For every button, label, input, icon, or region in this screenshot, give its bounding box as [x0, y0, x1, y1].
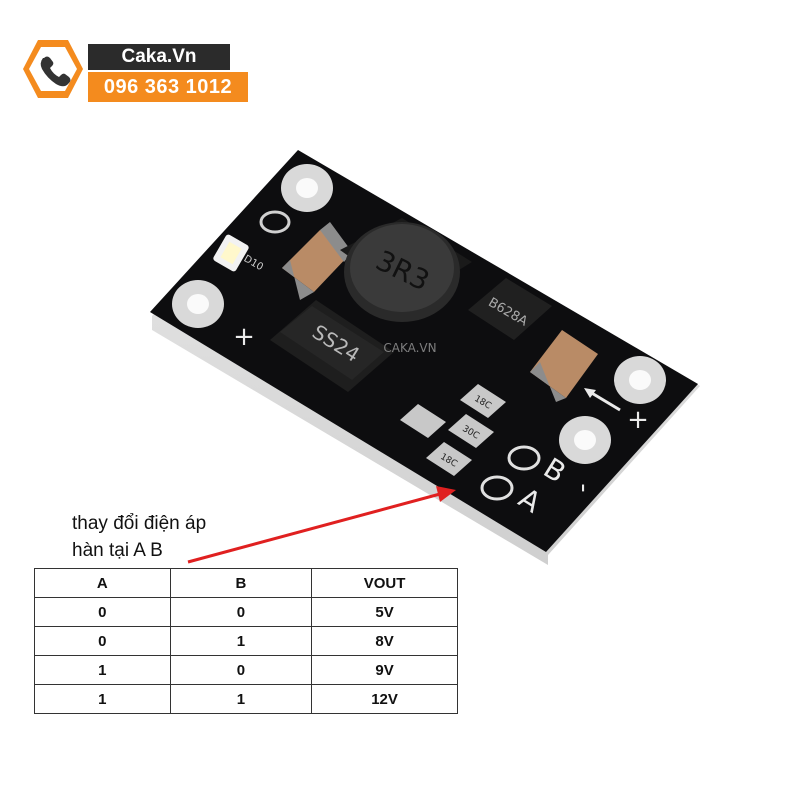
table-cell: 12V	[311, 684, 458, 714]
arrow-icon	[584, 388, 621, 412]
mounting-pad	[559, 416, 611, 464]
resistor	[426, 442, 472, 476]
table-cell: 8V	[311, 626, 458, 656]
annotation-line-1: thay đổi điện áp	[72, 513, 207, 534]
pad-a	[480, 475, 514, 501]
pcb-surface	[150, 150, 698, 552]
minus-mark: -	[569, 483, 599, 492]
column-header-a: A	[34, 568, 171, 598]
plus-mark-left: +	[233, 322, 255, 352]
table-cell: 0	[34, 626, 171, 656]
table-row: 1 0 9V	[34, 655, 458, 685]
table-cell: 1	[169, 684, 313, 714]
table-cell: 1	[169, 626, 313, 656]
table-row: 0 0 5V	[34, 597, 458, 627]
plus-mark-right: +	[627, 405, 649, 435]
annotation-arrow	[187, 486, 456, 564]
table-row: 0 1 8V	[34, 626, 458, 656]
phone-icon	[40, 56, 71, 87]
watermark: CAKA.VN	[383, 341, 436, 355]
table-cell: 0	[169, 597, 313, 627]
inductor: 3R3	[340, 218, 472, 322]
table-cell: 1	[34, 655, 171, 685]
column-header-vout: VOUT	[311, 568, 458, 598]
table-cell: 1	[34, 684, 171, 714]
mounting-pad	[281, 164, 333, 212]
table-row: 1 1 12V	[34, 684, 458, 714]
resistor	[460, 384, 506, 418]
capacitor	[530, 330, 598, 402]
column-header-b: B	[169, 568, 313, 598]
mounting-pad	[172, 280, 224, 328]
diode: SS24	[270, 300, 394, 392]
brand-name: Caka.Vn	[88, 44, 230, 70]
hex-badge	[23, 40, 83, 98]
table-cell: 5V	[311, 597, 458, 627]
resistor	[448, 414, 494, 448]
phone-number: 096 363 1012	[88, 72, 248, 102]
annotation-line-2: hàn tại A B	[72, 540, 163, 561]
table-cell: 9V	[311, 655, 458, 685]
ic-chip: B628A	[468, 278, 552, 340]
mounting-pad	[614, 356, 666, 404]
annotation-text: thay đổi điện áp hàn tại A B	[72, 510, 206, 564]
table-header-row: A B VOUT	[34, 568, 458, 598]
resistor	[400, 404, 446, 438]
voltage-table: A B VOUT 0 0 5V 0 1 8V 1 0 9V 1 1 12V	[34, 568, 458, 714]
pad-b	[507, 445, 541, 471]
table-cell: 0	[169, 655, 313, 685]
table-cell: 0	[34, 597, 171, 627]
